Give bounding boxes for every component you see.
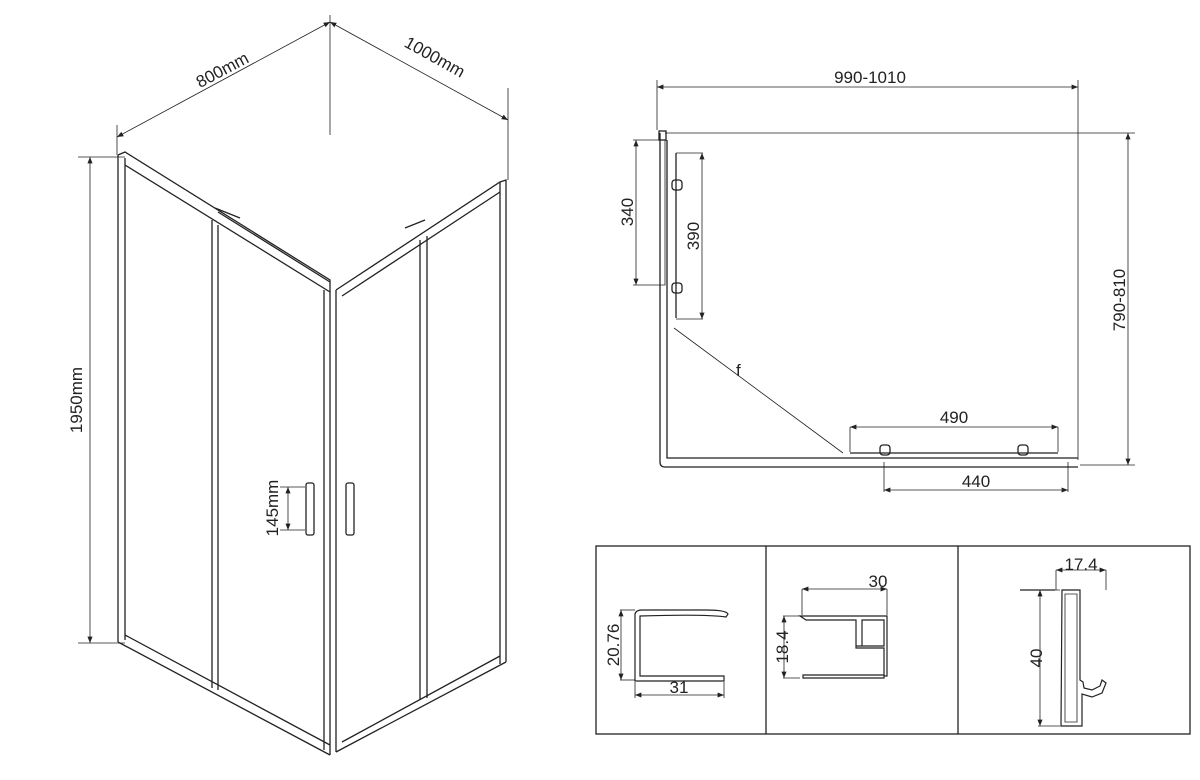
door-swing-line [673,327,844,454]
profile-2-height: 18.4 [773,630,792,663]
dim-plan-depth-label: 790-810 [1110,269,1129,331]
plan-view: 990-1010 790-810 340 390 f 490 440 [618,68,1135,493]
profile-1-height: 20.76 [604,624,623,667]
dim-width-a-label: 800mm [193,48,252,91]
dim-side-fixed-label: 340 [618,198,637,226]
profile-2-width: 30 [869,572,888,591]
dim-front-fixed-label: 440 [962,472,990,491]
profile-1-width: 31 [670,678,689,697]
profile-3-height: 40 [1027,649,1046,668]
profile-3: 17.4 40 [1020,555,1107,727]
dim-width-a [116,21,331,138]
dim-width-b [329,21,509,121]
dim-height-label: 1950mm [67,367,86,433]
dim-width-b-label: 1000mm [401,33,468,82]
door-marker-label: f [736,361,741,380]
dim-plan-width-label: 990-1010 [834,68,906,87]
profile-3-width: 17.4 [1064,555,1097,574]
profile-1: 20.76 31 [604,609,729,698]
dim-handle-label: 145mm [263,480,282,537]
dim-front-door-label: 490 [940,408,968,427]
profile-sections: 20.76 31 30 18.4 17.4 40 [595,545,1191,735]
handle-left-icon [305,482,315,536]
profile-2: 30 18.4 [773,572,888,679]
handle-right-icon [345,482,355,536]
isometric-view: 800mm 1000mm 1950mm 145mm [67,15,509,756]
dim-side-door-label: 390 [684,222,703,250]
